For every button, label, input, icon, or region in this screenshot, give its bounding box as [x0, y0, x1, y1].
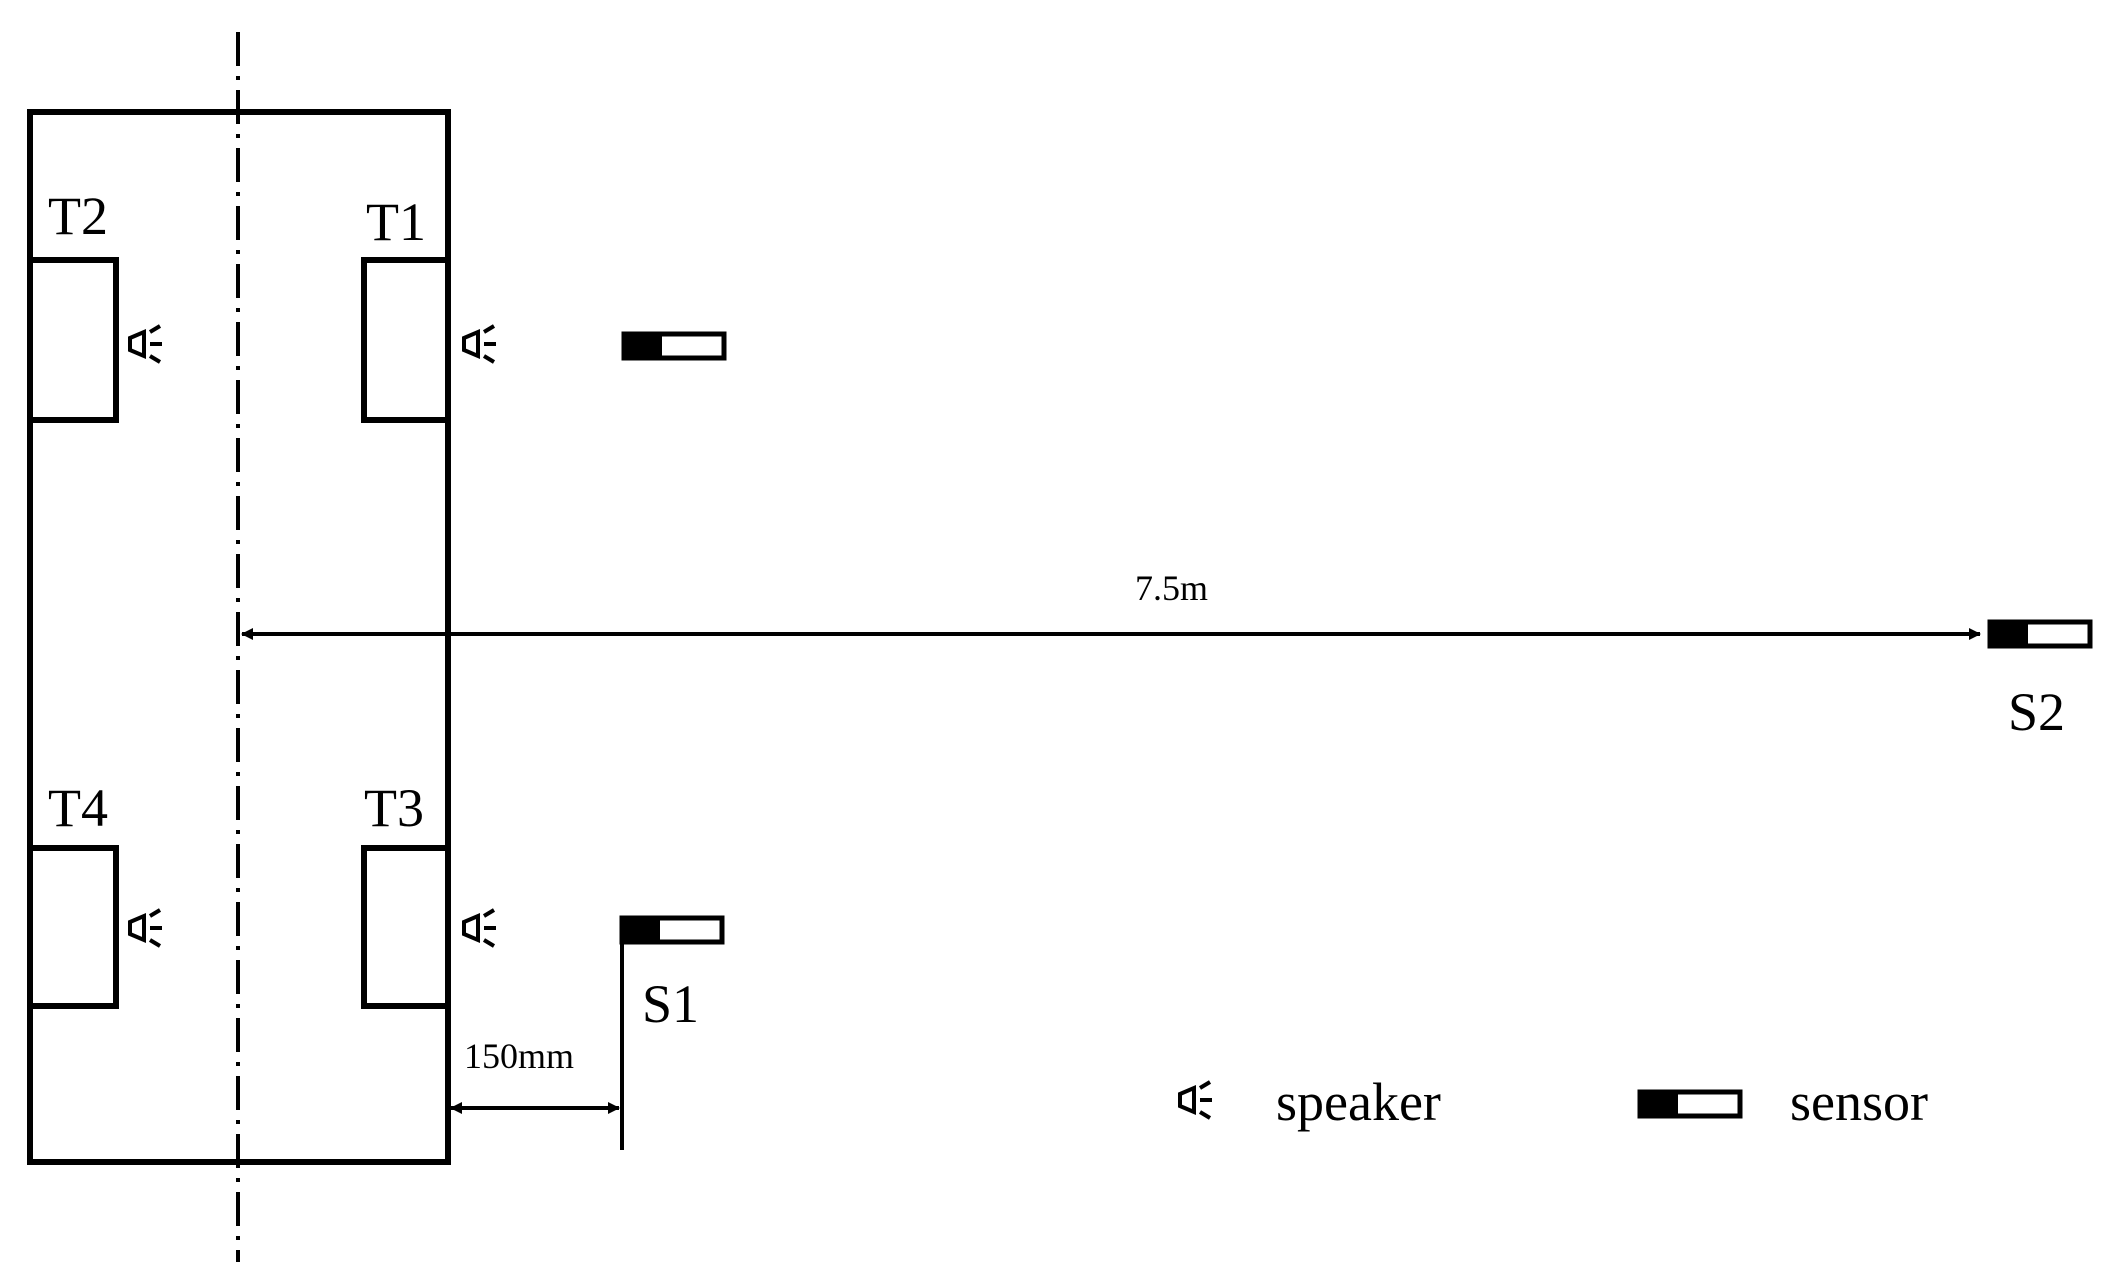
dimension-150mm-label: 150mm	[464, 1036, 574, 1076]
label-t4: T4	[48, 778, 108, 838]
label-s1: S1	[642, 974, 699, 1034]
sensor-s2-icon	[1990, 622, 2090, 646]
tire-t3	[361, 845, 448, 1009]
tire-t1	[361, 257, 448, 423]
speaker-icon	[1178, 1080, 1214, 1120]
legend-sensor-label: sensor	[1790, 1072, 1928, 1132]
sensor-s1-icon	[622, 918, 722, 942]
label-s2: S2	[2008, 682, 2065, 742]
sensor-icon	[624, 334, 724, 358]
label-t1: T1	[366, 192, 426, 252]
speaker-icon	[128, 324, 164, 364]
speaker-icon	[462, 324, 498, 364]
speaker-icon	[128, 908, 164, 948]
label-t2: T2	[48, 186, 108, 246]
speaker-icon	[462, 908, 498, 948]
dimension-7-5m-label: 7.5m	[1135, 568, 1208, 608]
tire-t4	[30, 845, 119, 1009]
legend: speaker sensor	[1178, 1072, 1928, 1132]
legend-speaker-label: speaker	[1276, 1072, 1441, 1132]
tire-t2	[30, 257, 119, 423]
sensor-icon	[1640, 1092, 1740, 1116]
label-t3: T3	[364, 778, 424, 838]
